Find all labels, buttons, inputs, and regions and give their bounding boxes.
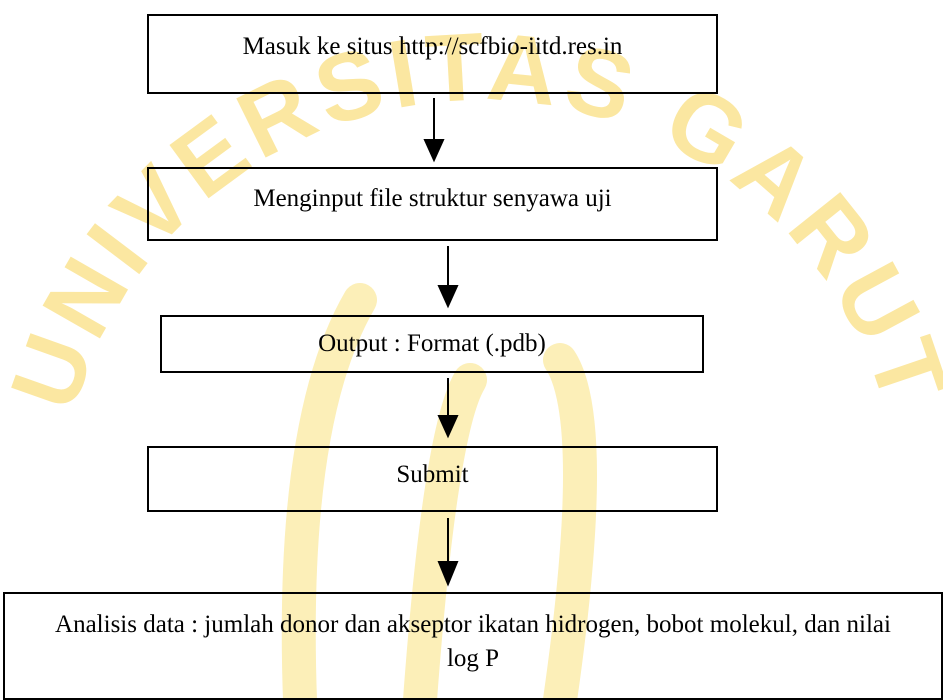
step-2-label: Menginput file struktur senyawa uji: [253, 185, 612, 213]
step-1-label: Masuk ke situs http://scfbio-iitd.res.in: [242, 33, 623, 61]
step-3-box: Output : Format (.pdb): [160, 315, 704, 373]
step-5-label: Analisis data : jumlah donor dan aksepto…: [55, 611, 891, 672]
step-4-label: Submit: [396, 461, 469, 489]
arrowhead-step4: [437, 415, 459, 439]
step-4-box: Submit: [147, 446, 718, 512]
step-1-box: Masuk ke situs http://scfbio-iitd.res.in: [147, 14, 718, 94]
arrowhead-step5: [437, 561, 459, 587]
step-2-box: Menginput file struktur senyawa uji: [147, 167, 718, 241]
arrowhead-step2: [423, 139, 445, 163]
step-5-box: Analisis data : jumlah donor dan aksepto…: [3, 592, 943, 700]
arrowhead-step3: [437, 285, 459, 309]
step-3-label: Output : Format (.pdb): [318, 330, 546, 358]
